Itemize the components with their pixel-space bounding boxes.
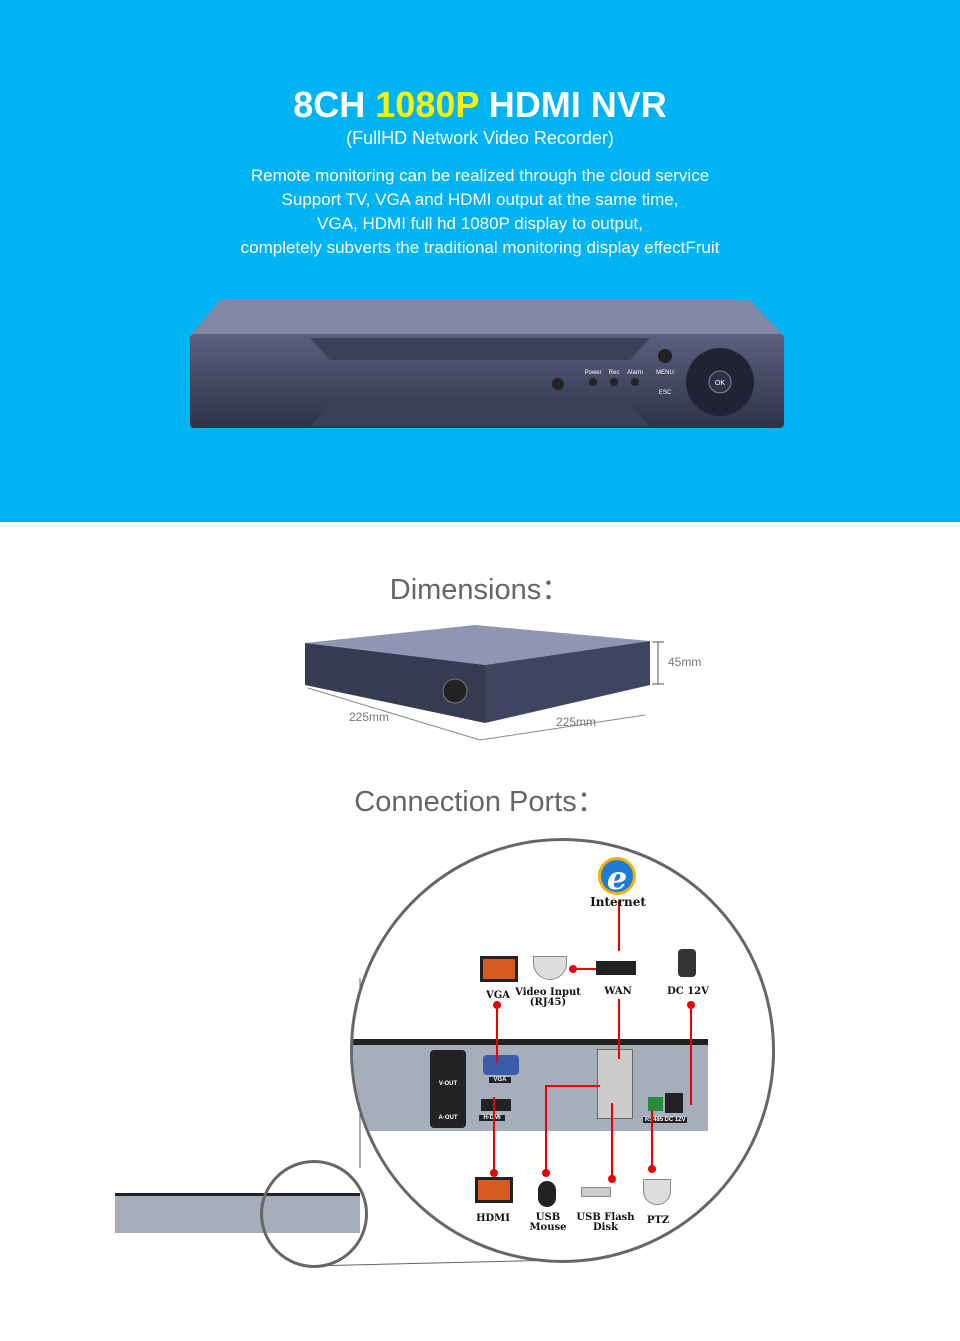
nvr-front-image: Power Rec Alarm MENU ESC OK bbox=[190, 300, 784, 428]
dc-line bbox=[690, 1005, 692, 1105]
dimensions-title: Dimensions： bbox=[389, 574, 571, 606]
usb-mouse-label: USB Mouse bbox=[529, 1212, 567, 1233]
product-subtitle: (FullHD Network Video Recorder) bbox=[346, 128, 614, 148]
wan-label: WAN bbox=[604, 986, 632, 997]
ptz-camera-icon bbox=[643, 1179, 671, 1205]
ptz-line bbox=[651, 1111, 653, 1169]
dome-camera-icon bbox=[533, 956, 567, 980]
usb-flash-label: USB Flash Disk bbox=[576, 1212, 635, 1233]
connector-dot bbox=[493, 1001, 501, 1009]
vout-label: V-OUT bbox=[435, 1081, 461, 1087]
mouse-line-h bbox=[545, 1085, 600, 1087]
hdmi-monitor-icon bbox=[475, 1177, 513, 1203]
product-description: Remote monitoring can be realized throug… bbox=[0, 164, 960, 260]
hdmi-port bbox=[481, 1099, 511, 1111]
ok-label: OK bbox=[715, 380, 725, 387]
mouse-line bbox=[545, 1085, 547, 1173]
height-dimension: 45mm bbox=[668, 655, 702, 669]
dc-port bbox=[665, 1093, 683, 1113]
connector-dot bbox=[569, 965, 577, 973]
connector-dot bbox=[490, 1169, 498, 1177]
hdmi-port-label: H-DMI bbox=[479, 1115, 505, 1121]
lan-usb-ports bbox=[597, 1049, 633, 1119]
rec-label: Rec bbox=[609, 370, 620, 376]
wan-line bbox=[618, 999, 620, 1059]
vga-port bbox=[483, 1055, 519, 1075]
dc-port-label: DC 12V bbox=[663, 1117, 687, 1123]
nvr-rear-panel: V-OUT A-OUT VGA H-DMI RS485 DC 12V bbox=[353, 1039, 708, 1131]
vga-line bbox=[496, 1005, 498, 1063]
power-adapter-icon bbox=[678, 949, 696, 977]
connector-dot bbox=[648, 1165, 656, 1173]
depth-dimension: 225mm bbox=[556, 715, 597, 729]
aout-label: A-OUT bbox=[435, 1115, 461, 1121]
internet-explorer-icon: e bbox=[598, 857, 636, 896]
title-highlight: 1080P bbox=[375, 84, 479, 125]
power-label: Power bbox=[584, 370, 601, 376]
title-suffix: HDMI NVR bbox=[488, 84, 667, 125]
desc-line: completely subverts the traditional moni… bbox=[240, 238, 720, 257]
usb-flash-icon bbox=[581, 1187, 611, 1197]
rs485-port bbox=[648, 1097, 663, 1111]
internet-label: Internet bbox=[590, 895, 646, 909]
connection-ports-title: Connection Ports： bbox=[354, 786, 606, 818]
desc-line: Remote monitoring can be realized throug… bbox=[250, 166, 710, 185]
hero-banner: 8CH 1080P HDMI NVR (FullHD Network Video… bbox=[0, 0, 960, 522]
esc-label: ESC bbox=[659, 390, 672, 396]
dc-label: DC 12V bbox=[667, 986, 709, 997]
flash-line bbox=[611, 1103, 613, 1179]
menu-label: MENU bbox=[656, 370, 674, 376]
connector-dot bbox=[687, 1001, 695, 1009]
internet-line bbox=[618, 901, 620, 951]
width-dimension: 225mm bbox=[349, 710, 390, 724]
title-prefix: 8CH bbox=[293, 84, 366, 125]
hdmi-line bbox=[493, 1097, 495, 1173]
dimension-lines bbox=[307, 641, 664, 741]
desc-line: VGA, HDMI full hd 1080P display to outpu… bbox=[317, 214, 643, 233]
zoom-circle-small bbox=[260, 1160, 368, 1268]
connector-dot bbox=[542, 1169, 550, 1177]
vga-label: VGA bbox=[485, 990, 511, 1001]
vga-monitor-icon bbox=[480, 956, 518, 982]
video-input-label: Video Input (RJ45) bbox=[515, 987, 581, 1008]
alarm-label: Alarm bbox=[627, 370, 643, 376]
ports-diagram-circle: V-OUT A-OUT VGA H-DMI RS485 DC 12V e Int… bbox=[350, 838, 775, 1263]
vga-port-label: VGA bbox=[489, 1077, 511, 1083]
product-title: 8CH 1080P HDMI NVR bbox=[0, 84, 960, 126]
mouse-icon bbox=[538, 1181, 556, 1207]
connector-dot bbox=[608, 1175, 616, 1183]
rs485-label: RS485 bbox=[643, 1117, 665, 1123]
ptz-label: PTZ bbox=[646, 1215, 670, 1226]
camera-line bbox=[575, 968, 597, 970]
desc-line: Support TV, VGA and HDMI output at the s… bbox=[281, 190, 679, 209]
hdmi-label: HDMI bbox=[476, 1213, 510, 1224]
nvr-dimension-image bbox=[305, 625, 650, 723]
router-icon bbox=[596, 961, 636, 975]
